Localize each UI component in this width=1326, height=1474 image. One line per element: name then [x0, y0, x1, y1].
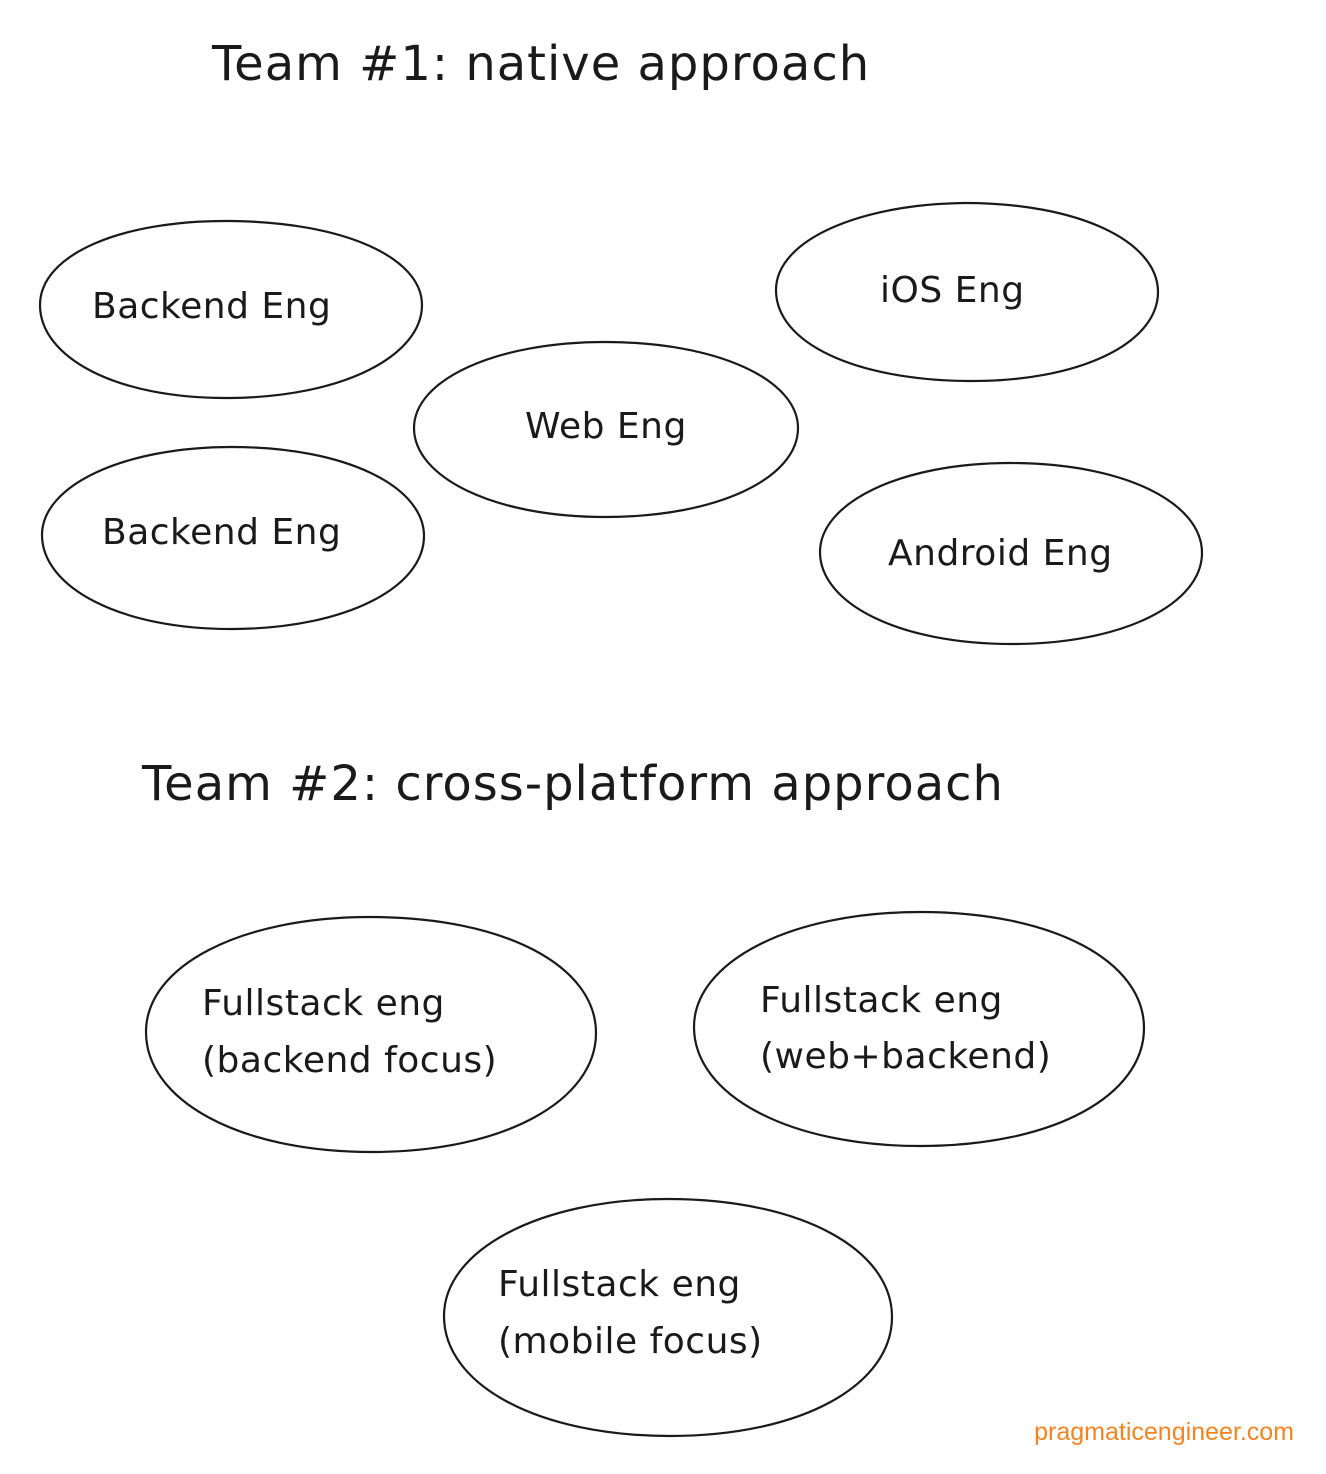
node-label-line1: Fullstack eng — [760, 980, 1003, 1021]
node-ellipse — [818, 461, 1204, 646]
team2-node-fullstack-web-backend: Fullstack eng (web+backend) — [692, 910, 1146, 1148]
node-label: Backend Eng — [102, 512, 341, 553]
team2-title: Team #2: cross-platform approach — [141, 756, 1004, 812]
node-ellipse — [144, 915, 598, 1154]
node-label: iOS Eng — [880, 270, 1025, 311]
node-label-line2: (backend focus) — [202, 1040, 497, 1081]
watermark: pragmaticengineer.com — [1034, 1418, 1294, 1446]
team1-title: Team #1: native approach — [211, 36, 870, 92]
node-label-line2: (mobile focus) — [498, 1321, 763, 1362]
team1-node-web: Web Eng — [412, 340, 800, 519]
team1-node-android: Android Eng — [818, 461, 1204, 646]
team1-node-backend-2: Backend Eng — [40, 445, 426, 631]
node-ellipse — [442, 1197, 894, 1438]
node-ellipse — [692, 910, 1146, 1148]
node-label-line1: Fullstack eng — [498, 1264, 741, 1305]
team2-node-fullstack-backend: Fullstack eng (backend focus) — [144, 915, 598, 1154]
node-ellipse — [38, 219, 424, 400]
node-ellipse — [40, 445, 426, 631]
team1-node-ios: iOS Eng — [774, 201, 1160, 383]
node-ellipse — [412, 340, 800, 519]
team1-node-backend-1: Backend Eng — [38, 219, 424, 400]
team2-node-fullstack-mobile: Fullstack eng (mobile focus) — [442, 1197, 894, 1438]
node-label-line1: Fullstack eng — [202, 983, 445, 1024]
node-ellipse — [774, 201, 1160, 383]
node-label: Android Eng — [888, 533, 1113, 574]
node-label-line2: (web+backend) — [760, 1036, 1051, 1077]
node-label: Web Eng — [525, 406, 687, 447]
node-label: Backend Eng — [92, 286, 331, 327]
